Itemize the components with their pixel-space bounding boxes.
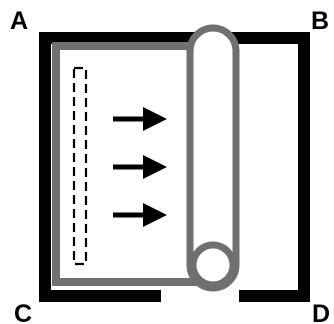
frame-right-wall xyxy=(298,32,310,302)
right-arrow-icon xyxy=(113,107,167,131)
corner-label-bottom-right: D xyxy=(312,300,330,324)
outer-frame xyxy=(39,32,310,302)
frame-top-wall xyxy=(39,32,310,44)
roll-cylinder-icon xyxy=(186,24,240,292)
right-arrow-icon xyxy=(113,203,167,227)
corner-label-bottom-left: C xyxy=(14,300,32,324)
frame-bottom-left-segment xyxy=(39,290,161,302)
frame-bottom-right-segment xyxy=(239,290,310,302)
roll-end-circle xyxy=(189,241,237,289)
frame-left-wall xyxy=(39,32,51,302)
corner-label-top-left: A xyxy=(10,7,28,35)
dashed-rectangle-icon xyxy=(72,66,88,266)
arrows-group xyxy=(113,107,167,227)
corner-label-top-right: B xyxy=(311,7,329,35)
right-arrow-icon xyxy=(113,155,167,179)
